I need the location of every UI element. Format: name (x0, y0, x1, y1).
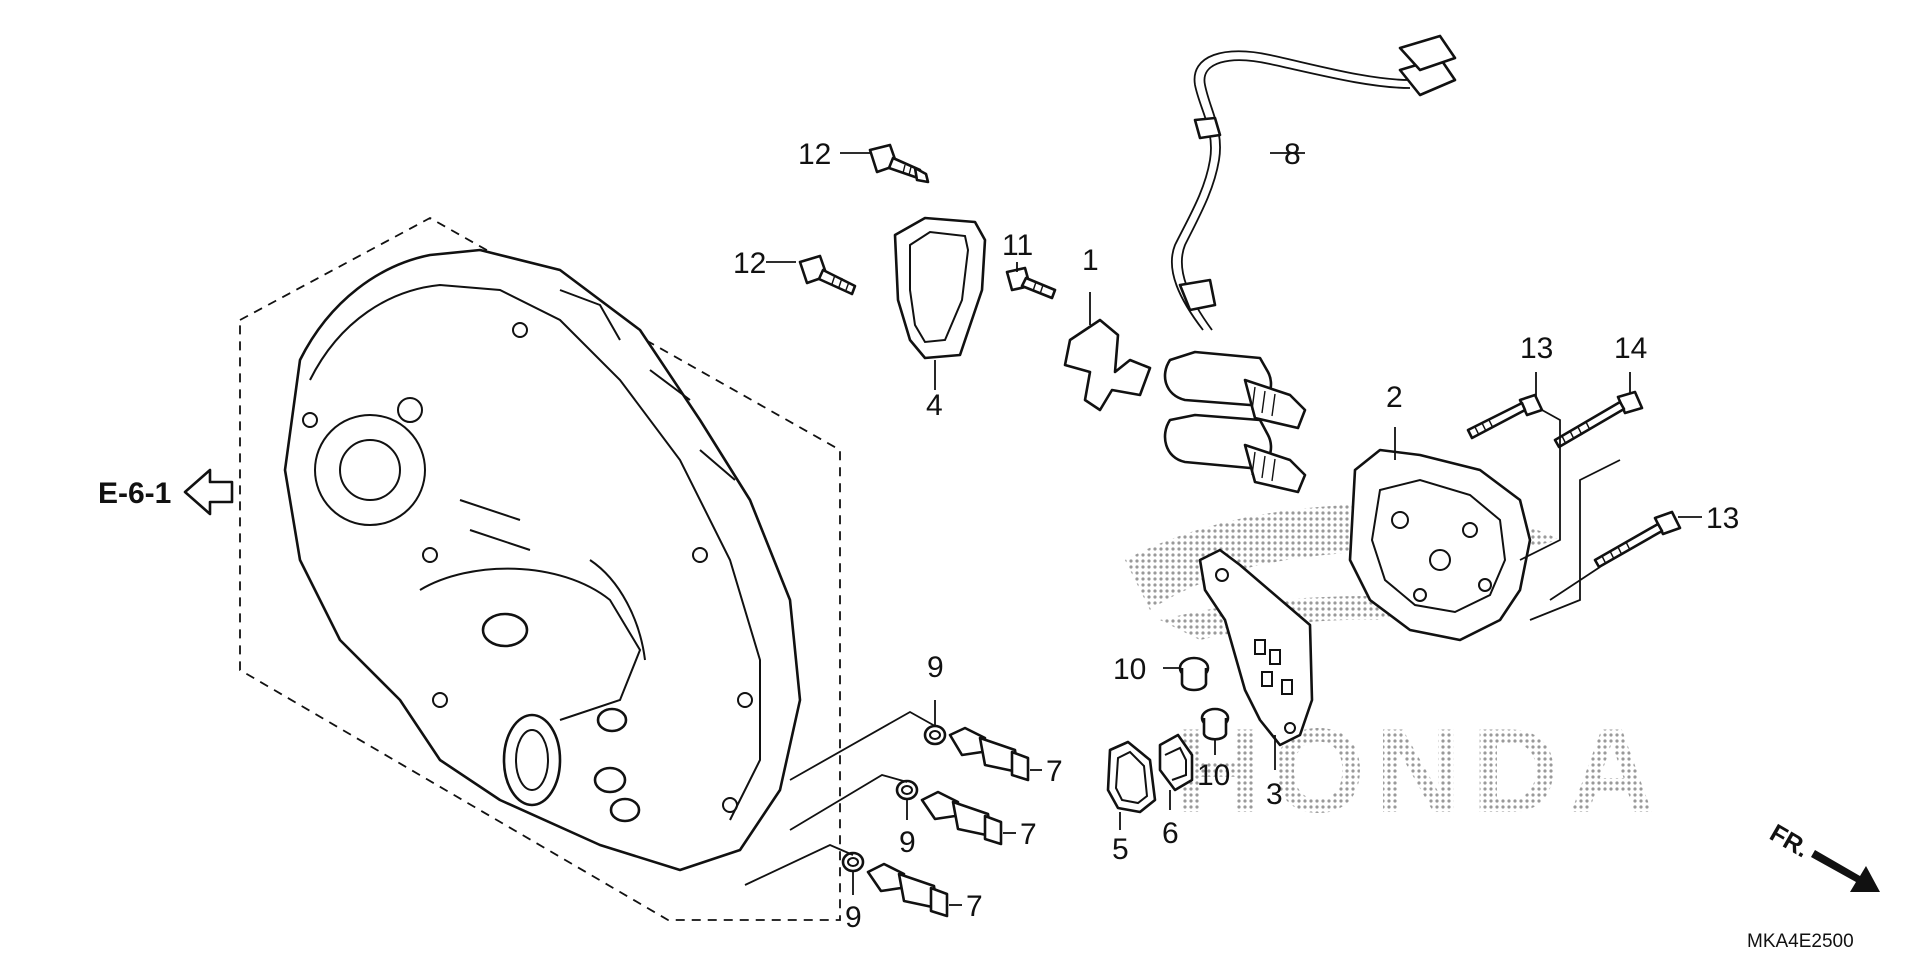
label-12-lower: 12 (733, 247, 766, 280)
label-4: 4 (926, 389, 943, 422)
bolt-13-upper (1466, 393, 1544, 440)
bolt-12-lower (798, 254, 857, 296)
pressure-switch-7-bottom (866, 862, 949, 918)
label-9-top: 9 (927, 651, 944, 684)
label-3: 3 (1266, 778, 1283, 811)
bolt-14 (1553, 390, 1644, 449)
label-10-upper: 10 (1113, 653, 1146, 686)
direction-text: FR. (1765, 819, 1814, 863)
label-8: 8 (1284, 138, 1301, 171)
pressure-switch-7-top (948, 726, 1030, 782)
bolt-13-lower (1593, 510, 1682, 569)
front-direction-indicator: FR. (1765, 819, 1880, 892)
label-2: 2 (1386, 381, 1403, 414)
label-13-upper: 13 (1520, 332, 1553, 365)
bolt-guide-lines (1519, 409, 1621, 621)
part-number-labels: 12 12 11 1 4 8 2 13 14 13 10 10 3 6 5 9 … (733, 138, 1739, 934)
hollow-left-arrow-icon (183, 468, 234, 516)
label-11: 11 (1002, 229, 1033, 262)
label-7-bottom: 7 (966, 890, 983, 923)
washer-9-bottom (841, 851, 865, 873)
dowel-pin-10-lower (1200, 707, 1230, 741)
switch-leader-lines (744, 710, 936, 886)
case-dashed-outline (239, 216, 841, 921)
valve-body-2 (1348, 448, 1532, 642)
label-7-mid: 7 (1020, 818, 1037, 851)
label-10-lower: 10 (1197, 759, 1230, 792)
pressure-switch-7-mid (920, 790, 1003, 846)
transmission-case-illustration (283, 248, 802, 872)
label-9-bottom: 9 (845, 901, 862, 934)
label-13-lower: 13 (1706, 502, 1739, 535)
solenoid-harness-8 (1163, 34, 1457, 494)
label-6: 6 (1162, 817, 1179, 850)
bracket-1 (1063, 318, 1152, 412)
drawing-code: MKA4E2500 (1747, 931, 1854, 952)
gasket-5 (1106, 740, 1157, 814)
label-7-top: 7 (1046, 755, 1063, 788)
cover-4 (893, 216, 987, 360)
bolt-12-upper (868, 143, 930, 184)
washer-9-mid (895, 779, 919, 801)
label-leaders (766, 152, 1702, 906)
page-reference[interactable]: E-6-1 (98, 468, 234, 516)
honda-watermark-text: HONDA (1175, 704, 1665, 838)
label-12-upper: 12 (798, 138, 831, 171)
label-14: 14 (1614, 332, 1647, 365)
label-1: 1 (1082, 244, 1099, 277)
solid-right-down-arrow-icon (1811, 850, 1880, 892)
separator-plate-3 (1198, 548, 1314, 747)
filter-6 (1158, 733, 1194, 792)
label-5: 5 (1112, 833, 1129, 866)
reference-text[interactable]: E-6-1 (98, 477, 171, 510)
bolt-11 (1005, 266, 1057, 300)
dowel-pin-10-upper (1178, 656, 1210, 692)
label-9-mid: 9 (899, 826, 916, 859)
washer-9-top (923, 724, 947, 746)
